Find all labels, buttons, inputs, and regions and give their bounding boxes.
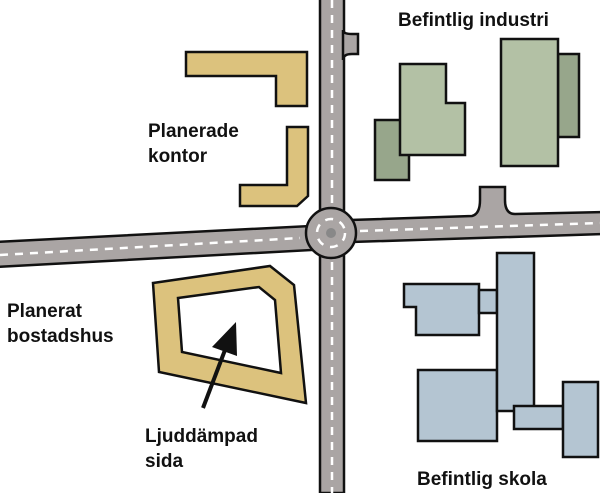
label-planned-housing-1: Planerat — [7, 301, 82, 322]
east-road — [348, 185, 600, 244]
roundabout-center — [326, 228, 336, 238]
industry-annex — [556, 52, 581, 139]
label-quiet-side-2: sida — [145, 451, 184, 472]
office-building-2 — [238, 125, 310, 208]
arrow-icon — [201, 322, 237, 409]
roundabout-lane — [315, 217, 347, 249]
school-wing-east — [561, 380, 600, 459]
existing-school — [402, 251, 600, 459]
existing-industry — [373, 37, 581, 182]
planned-housing — [151, 264, 308, 405]
label-quiet-side-1: Ljuddämpad — [145, 426, 258, 447]
school-connector-1 — [477, 288, 499, 315]
school-main-wing — [495, 251, 536, 413]
label-planned-offices-2: kontor — [148, 146, 208, 167]
planned-offices — [184, 50, 310, 208]
top-spur-road — [341, 29, 360, 61]
housing-building — [151, 264, 308, 405]
label-existing-school: Befintlig skola — [417, 469, 547, 490]
school-hall — [416, 368, 499, 443]
industry-building-l — [398, 62, 467, 157]
industry-building-large — [499, 37, 560, 168]
label-existing-industry: Befintlig industri — [398, 10, 549, 31]
label-planned-housing-2: bostadshus — [7, 326, 114, 347]
office-building-1 — [184, 50, 309, 108]
school-connector-2 — [512, 404, 565, 431]
school-wing-west — [402, 282, 481, 337]
label-planned-offices-1: Planerade — [148, 121, 239, 142]
